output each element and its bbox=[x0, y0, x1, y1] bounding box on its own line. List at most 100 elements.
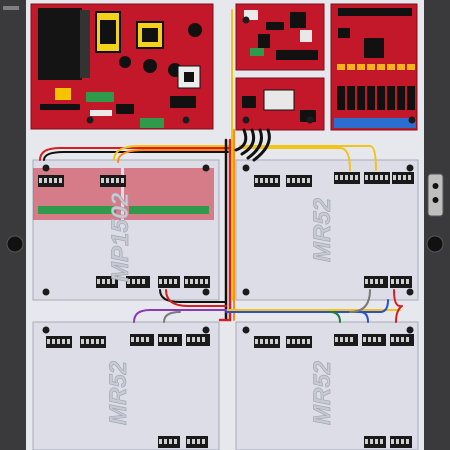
connector-pin[interactable] bbox=[335, 175, 338, 180]
connector-pin[interactable] bbox=[116, 178, 119, 183]
connector-pin[interactable] bbox=[192, 439, 195, 444]
connector-pin[interactable] bbox=[106, 178, 109, 183]
connector-pin[interactable] bbox=[406, 337, 409, 342]
connector-pin[interactable] bbox=[260, 339, 263, 344]
connector-pin[interactable] bbox=[391, 279, 394, 284]
connector-pin[interactable] bbox=[62, 339, 65, 344]
connector-pin[interactable] bbox=[200, 279, 203, 284]
connector-pin[interactable] bbox=[112, 279, 115, 284]
controller-terminal[interactable] bbox=[250, 48, 264, 56]
terminal-connector[interactable] bbox=[334, 172, 360, 184]
terminal-connector[interactable] bbox=[46, 336, 72, 348]
connector-pin[interactable] bbox=[292, 339, 295, 344]
connector-pin[interactable] bbox=[265, 339, 268, 344]
connector-pin[interactable] bbox=[205, 279, 208, 284]
connector-pin[interactable] bbox=[401, 279, 404, 284]
connector-pin[interactable] bbox=[141, 337, 144, 342]
connector-pin[interactable] bbox=[380, 175, 383, 180]
connector-pin[interactable] bbox=[398, 175, 401, 180]
connector-pin[interactable] bbox=[365, 175, 368, 180]
connector-pin[interactable] bbox=[368, 337, 371, 342]
connector-pin[interactable] bbox=[380, 279, 383, 284]
connector-pin[interactable] bbox=[174, 279, 177, 284]
terminal-connector[interactable] bbox=[186, 436, 208, 448]
connector-pin[interactable] bbox=[86, 339, 89, 344]
connector-pin[interactable] bbox=[406, 439, 409, 444]
connector-pin[interactable] bbox=[370, 175, 373, 180]
connector-pin[interactable] bbox=[59, 178, 62, 183]
terminal-connector[interactable] bbox=[390, 436, 412, 448]
terminal-connector[interactable] bbox=[286, 175, 312, 187]
terminal-connector[interactable] bbox=[96, 276, 118, 288]
connector-pin[interactable] bbox=[307, 178, 310, 183]
connector-pin[interactable] bbox=[340, 175, 343, 180]
connector-pin[interactable] bbox=[393, 175, 396, 180]
terminal-connector[interactable] bbox=[158, 276, 180, 288]
connector-pin[interactable] bbox=[67, 339, 70, 344]
terminal-connector[interactable] bbox=[100, 175, 126, 187]
terminal-connector[interactable] bbox=[392, 172, 414, 184]
connector-pin[interactable] bbox=[187, 337, 190, 342]
connector-pin[interactable] bbox=[164, 337, 167, 342]
connector-pin[interactable] bbox=[81, 339, 84, 344]
terminal-connector[interactable] bbox=[254, 175, 280, 187]
connector-pin[interactable] bbox=[174, 439, 177, 444]
terminal-connector[interactable] bbox=[286, 336, 312, 348]
connector-pin[interactable] bbox=[57, 339, 60, 344]
connector-pin[interactable] bbox=[164, 279, 167, 284]
terminal-connector[interactable] bbox=[158, 334, 182, 346]
connector-pin[interactable] bbox=[136, 337, 139, 342]
connector-pin[interactable] bbox=[265, 178, 268, 183]
terminal-block-2[interactable] bbox=[140, 118, 164, 128]
terminal-connector[interactable] bbox=[80, 336, 106, 348]
terminal-connector[interactable] bbox=[390, 334, 414, 346]
connector-pin[interactable] bbox=[197, 439, 200, 444]
connector-pin[interactable] bbox=[292, 178, 295, 183]
relay-terminal-strip[interactable] bbox=[334, 118, 416, 128]
connector-pin[interactable] bbox=[190, 279, 193, 284]
controller-header[interactable] bbox=[276, 50, 318, 60]
latch-right[interactable] bbox=[427, 173, 444, 217]
connector-pin[interactable] bbox=[255, 178, 258, 183]
connector-pin[interactable] bbox=[102, 279, 105, 284]
connector-pin[interactable] bbox=[52, 339, 55, 344]
connector-pin[interactable] bbox=[355, 175, 358, 180]
terminal-block-1[interactable] bbox=[86, 92, 114, 102]
connector-pin[interactable] bbox=[159, 279, 162, 284]
connector-pin[interactable] bbox=[287, 178, 290, 183]
connector-pin[interactable] bbox=[47, 339, 50, 344]
connector-pin[interactable] bbox=[302, 339, 305, 344]
connector-pin[interactable] bbox=[275, 178, 278, 183]
connector-pin[interactable] bbox=[159, 439, 162, 444]
terminal-connector[interactable] bbox=[364, 172, 390, 184]
connector-pin[interactable] bbox=[375, 439, 378, 444]
connector-pin[interactable] bbox=[169, 439, 172, 444]
connector-pin[interactable] bbox=[202, 337, 205, 342]
connector-pin[interactable] bbox=[406, 279, 409, 284]
connector-pin[interactable] bbox=[132, 279, 135, 284]
terminal-connector[interactable] bbox=[364, 436, 386, 448]
connector-pin[interactable] bbox=[39, 178, 42, 183]
connector-pin[interactable] bbox=[54, 178, 57, 183]
connector-pin[interactable] bbox=[97, 279, 100, 284]
connector-pin[interactable] bbox=[365, 439, 368, 444]
connector-pin[interactable] bbox=[49, 178, 52, 183]
connector-pin[interactable] bbox=[131, 337, 134, 342]
connector-pin[interactable] bbox=[363, 337, 366, 342]
connector-pin[interactable] bbox=[101, 178, 104, 183]
connector-pin[interactable] bbox=[159, 337, 162, 342]
connector-pin[interactable] bbox=[107, 279, 110, 284]
connector-pin[interactable] bbox=[380, 439, 383, 444]
connector-pin[interactable] bbox=[127, 279, 130, 284]
connector-pin[interactable] bbox=[391, 439, 394, 444]
connector-pin[interactable] bbox=[44, 178, 47, 183]
connector-pin[interactable] bbox=[378, 337, 381, 342]
connector-pin[interactable] bbox=[335, 337, 338, 342]
connector-pin[interactable] bbox=[396, 439, 399, 444]
connector-pin[interactable] bbox=[403, 175, 406, 180]
connector-pin[interactable] bbox=[345, 337, 348, 342]
connector-pin[interactable] bbox=[385, 175, 388, 180]
connector-pin[interactable] bbox=[287, 339, 290, 344]
connector-pin[interactable] bbox=[302, 178, 305, 183]
terminal-connector[interactable] bbox=[364, 276, 388, 288]
